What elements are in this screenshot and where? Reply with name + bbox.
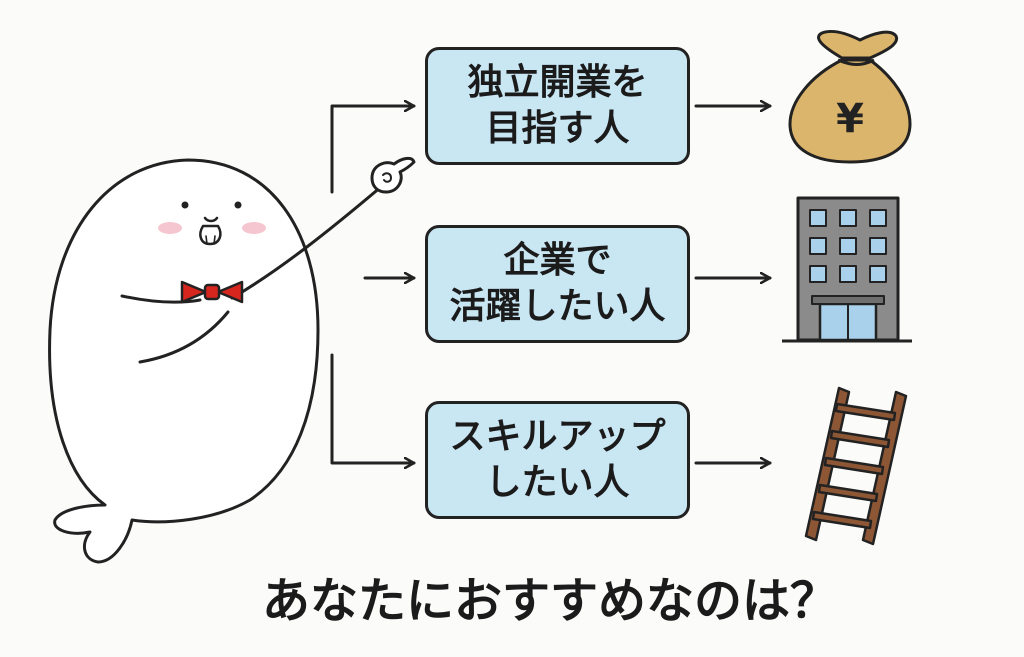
branch-line-top <box>330 106 416 194</box>
option-box-corporate: 企業で 活躍したい人 <box>425 225 690 343</box>
option-3-line-2: したい人 <box>485 462 630 503</box>
option-box-independent: 独立開業を 目指す人 <box>425 47 690 165</box>
office-building-icon <box>782 196 912 343</box>
seal-pointing-arm <box>230 184 384 300</box>
seal-cheek-left <box>158 222 182 234</box>
option-box-skill-up: スキルアップ したい人 <box>425 401 690 519</box>
option-2-line-2: 活躍したい人 <box>449 286 666 327</box>
branch-line-bottom <box>330 353 416 463</box>
seal-mouth <box>199 224 222 246</box>
seal-hand <box>370 156 416 194</box>
yen-symbol: ¥ <box>836 96 864 142</box>
seal-flipper-line <box>120 294 202 304</box>
question-heading: あなたにおすすめなのは？ <box>262 573 839 629</box>
seal-belly-line <box>138 310 230 364</box>
bow-tie <box>180 280 244 304</box>
option-3-line-1: スキルアップ <box>449 416 666 457</box>
option-2-line-1: 企業で <box>503 240 612 281</box>
seal-face <box>158 201 266 246</box>
ladder-icon <box>804 386 908 546</box>
connectors <box>330 106 772 463</box>
money-bag-icon: ¥ <box>788 29 912 164</box>
seal-cheek-right <box>242 222 266 234</box>
seal-body <box>48 158 320 564</box>
seal-mascot <box>48 156 416 564</box>
option-1-line-2: 目指す人 <box>485 108 630 149</box>
option-1-line-1: 独立開業を <box>467 62 648 103</box>
